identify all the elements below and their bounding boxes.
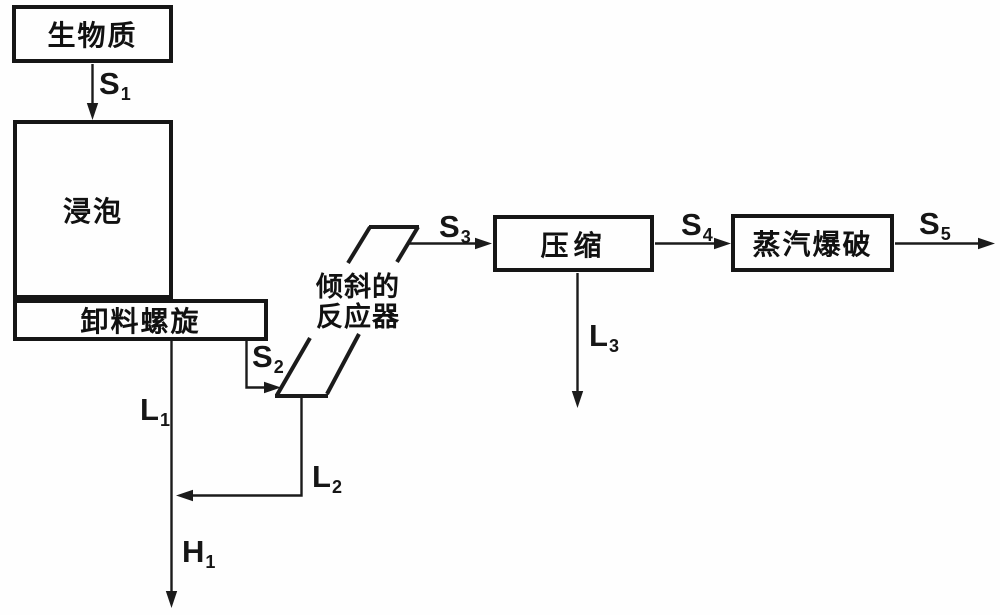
compress-box-label: 压缩 [540,230,607,262]
stream-label-s3: S3 [439,209,471,247]
steam-explosion-box: 蒸汽爆破 [731,214,894,272]
inclined-reactor-label: 倾斜的 反应器 [308,272,408,332]
discharge-screw-box-label: 卸料螺旋 [80,307,201,338]
stream-label-l3: L3 [589,318,619,356]
arrow-s5 [895,237,995,250]
arrow-s3 [409,237,492,250]
stream-label-s5: S5 [919,206,951,244]
steam-explosion-box-label: 蒸汽爆破 [752,230,873,261]
stream-label-s1: S1 [99,66,131,104]
arrow-s1 [86,64,99,120]
discharge-screw-box: 卸料螺旋 [13,299,268,341]
stream-label-s2: S2 [252,339,284,377]
inclined-reactor-shape [275,225,420,398]
arrow-l1 [165,341,178,608]
stream-label-h1: H1 [182,534,216,572]
stream-label-l2: L2 [312,459,342,497]
soak-box-label: 浸泡 [62,196,123,228]
inclined-reactor-label-line2: 反应器 [316,302,400,332]
stream-label-s4: S4 [681,207,713,245]
arrow-s4 [655,237,731,250]
biomass-box-label: 生物质 [47,21,138,52]
arrow-l2 [176,397,303,502]
soak-box: 浸泡 [13,120,173,299]
compress-box: 压缩 [493,215,654,272]
arrow-l3 [571,273,584,408]
inclined-reactor-label-line1: 倾斜的 [316,272,400,302]
arrow-s2 [245,341,281,394]
biomass-box: 生物质 [12,5,173,63]
stream-label-l1: L1 [140,392,170,430]
